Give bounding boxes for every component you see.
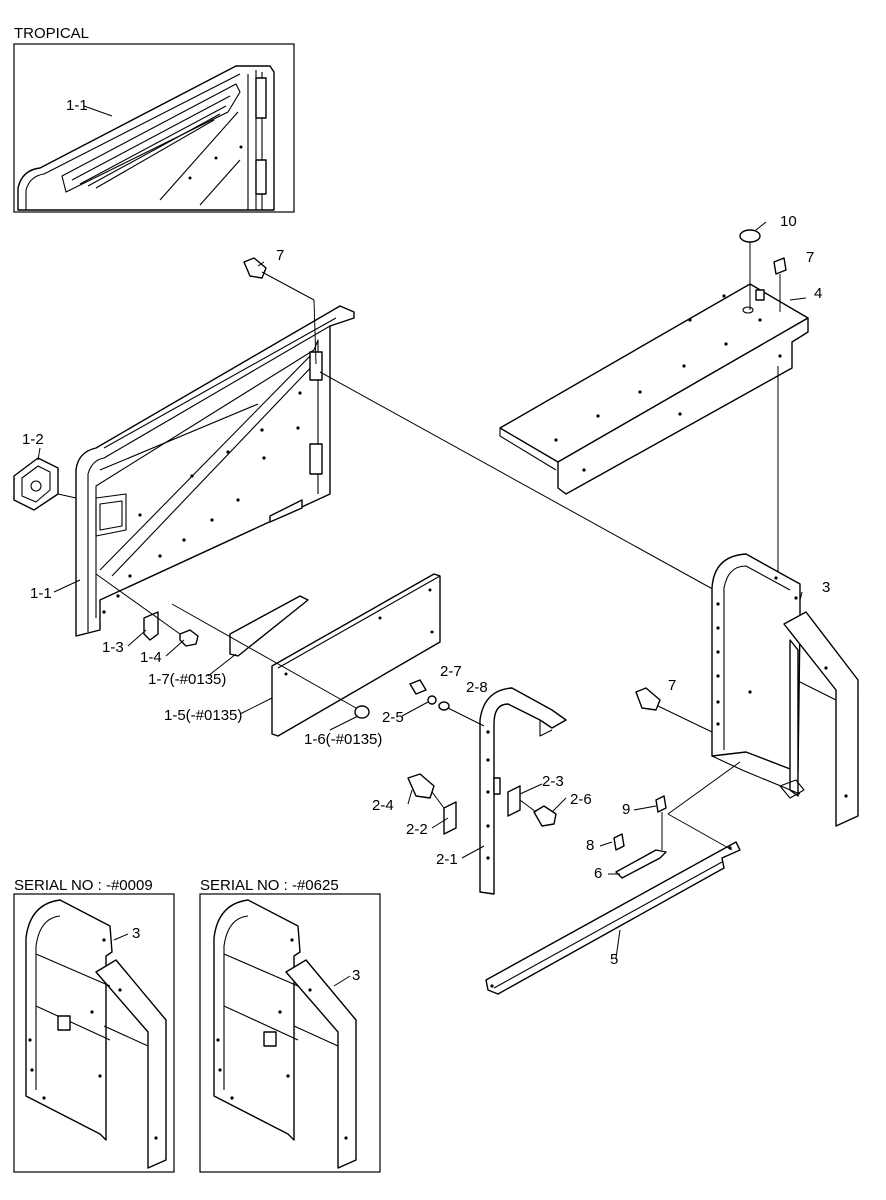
callout-2-8: 2-8	[466, 679, 488, 696]
callout-5: 5	[610, 951, 618, 968]
callout-8: 8	[586, 837, 594, 854]
callout-1-5: 1-5(-#0135)	[164, 707, 242, 724]
serial-0625-bracket-drawing	[213, 899, 357, 1169]
callout-labels: 1-2 1-1 1-3 1-4 1-7(-#0135) 1-5(-#0135) …	[22, 213, 830, 968]
part-1-6-plug	[171, 603, 370, 719]
callout-2-1: 2-1	[436, 851, 458, 868]
part-7-bolt-mid	[635, 687, 713, 733]
callout-1-6: 1-6(-#0135)	[304, 731, 382, 748]
part-2-4-bolt	[407, 773, 445, 809]
serial-0009-leader	[113, 933, 129, 941]
callout-7-top-left: 7	[276, 247, 284, 264]
serial-0625-frame	[199, 893, 381, 1173]
serial-0625-leader	[333, 975, 351, 987]
part-2-8-washer	[438, 701, 485, 727]
part-7-bolt-top-left	[243, 257, 317, 365]
part-2-7-bolt	[409, 679, 427, 695]
part-8-pin	[613, 833, 625, 851]
part-1-7-seal-strip	[229, 595, 309, 657]
part-5-strip	[485, 841, 741, 995]
callout-2-7: 2-7	[440, 663, 462, 680]
callout-4: 4	[814, 285, 822, 302]
leader-strip-end	[667, 813, 733, 851]
callout-7-mid: 7	[668, 677, 676, 694]
part-1-4-bolt	[95, 573, 199, 647]
part-2-5-washer	[427, 695, 437, 705]
serial-0009-inset: SERIAL NO : -#0009 3	[13, 877, 175, 1173]
part-7-bolt-top-right	[773, 257, 787, 312]
callout-1-1: 1-1	[30, 585, 52, 602]
callout-9: 9	[622, 801, 630, 818]
callout-2-5: 2-5	[382, 709, 404, 726]
part-6-latch	[615, 849, 667, 879]
leader-strip-to-bracket	[667, 761, 741, 815]
callout-3: 3	[822, 579, 830, 596]
serial-0009-title: SERIAL NO : -#0009	[14, 877, 153, 894]
callout-2-3: 2-3	[542, 773, 564, 790]
callout-2-4: 2-4	[372, 797, 394, 814]
callout-2-2: 2-2	[406, 821, 428, 838]
serial-0009-bracket-drawing	[25, 899, 167, 1169]
part-3-bracket	[711, 553, 859, 827]
callout-10: 10	[780, 213, 797, 230]
part-1-2-grommet	[13, 457, 77, 511]
callout-1-3: 1-3	[102, 639, 124, 656]
part-2-6-bolt	[519, 799, 557, 827]
leader-panel-to-bracket	[319, 371, 719, 593]
callout-2-6: 2-6	[570, 791, 592, 808]
part-2-2-clip	[443, 801, 457, 835]
tropical-callout-1-1: 1-1	[66, 97, 88, 114]
part-4-top-cover	[499, 283, 809, 495]
callout-6: 6	[594, 865, 602, 882]
callout-1-4: 1-4	[140, 649, 162, 666]
serial-0009-callout-3: 3	[132, 925, 140, 942]
serial-0009-frame	[13, 893, 175, 1173]
part-2-3-clip	[507, 785, 521, 817]
callout-7-top-right: 7	[806, 249, 814, 266]
part-2-1-bracket	[479, 687, 567, 895]
part-9-bolt	[655, 795, 667, 850]
part-1-5-board	[271, 573, 441, 737]
tropical-inset-frame	[13, 43, 295, 213]
serial-0625-callout-3: 3	[352, 967, 360, 984]
tropical-leader	[83, 105, 113, 117]
callout-1-7: 1-7(-#0135)	[148, 671, 226, 688]
side-panel-1-1	[75, 305, 355, 637]
callout-1-2: 1-2	[22, 431, 44, 448]
serial-0625-title: SERIAL NO : -#0625	[200, 877, 339, 894]
tropical-inset: TROPICAL 1-1	[13, 25, 295, 213]
serial-0625-inset: SERIAL NO : -#0625 3	[199, 877, 381, 1173]
tropical-inset-title: TROPICAL	[14, 25, 89, 42]
callout-leaders	[37, 221, 807, 959]
part-10-cap	[739, 229, 761, 310]
tropical-panel-drawing	[17, 65, 275, 211]
